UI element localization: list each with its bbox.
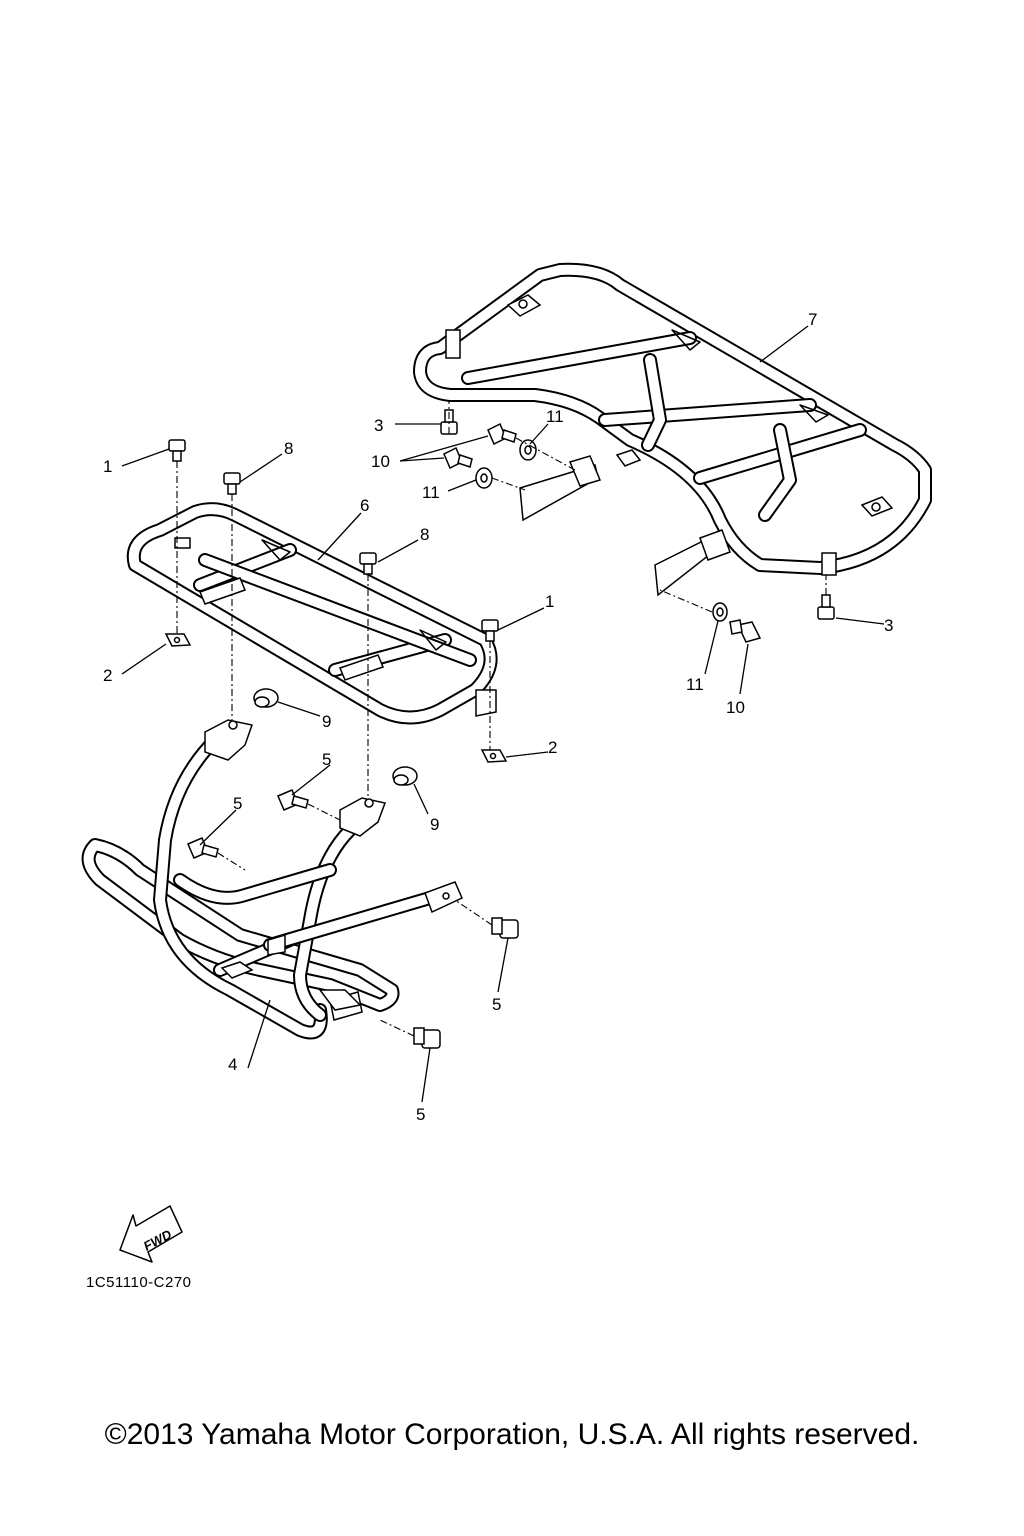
callout-11: 11 [546,407,564,426]
bolt-part-5-c [491,917,519,939]
callout-3: 3 [374,416,383,435]
callout-10: 10 [371,452,390,471]
bolt-part-8-right [359,552,377,575]
callout-labels: 1 1 2 2 3 3 4 5 5 5 5 6 7 8 8 9 9 10 10 … [103,310,893,1124]
rear-carrier-part-7 [413,262,932,597]
washer-part-11-right [712,602,728,622]
callout-5: 5 [492,995,501,1014]
callout-8: 8 [284,439,293,458]
leader-lines [121,325,885,1103]
callout-5: 5 [322,750,331,769]
washer-part-11-upper [519,439,537,461]
nut-part-2-left [164,633,192,647]
bolt-part-1-left [168,439,186,462]
collar-part-9-left [253,688,279,708]
front-guard-part-4 [81,719,463,1040]
callout-5: 5 [416,1105,425,1124]
callout-7: 7 [808,310,817,329]
callout-9: 9 [430,815,439,834]
nut-part-2-right [480,749,508,763]
callout-8: 8 [420,525,429,544]
bolt-part-5-b [187,837,219,859]
copyright-notice: ©2013 Yamaha Motor Corporation, U.S.A. A… [104,1418,920,1451]
washer-part-11-lower [475,467,493,489]
callout-1: 1 [545,592,554,611]
fwd-label: FWD [141,1226,175,1253]
bolt-part-5-d [413,1027,441,1049]
callout-10: 10 [726,698,745,717]
bolt-part-5-a [277,789,309,811]
bolt-part-8-left [223,472,241,495]
bolt-part-10-upper [487,422,517,446]
fasteners [164,409,835,1049]
bolt-part-10-right [729,619,762,643]
nut-part-3-right [817,594,835,620]
diagram-code: 1C51110-C270 [86,1274,192,1291]
callout-5: 5 [233,794,242,813]
front-carrier-part-6 [126,502,498,725]
callout-9: 9 [322,712,331,731]
callout-11: 11 [422,483,440,502]
callout-11: 11 [686,675,704,694]
collar-part-9-right [392,766,418,786]
callout-4: 4 [228,1055,237,1074]
callout-2: 2 [103,666,112,685]
assembly-lines [176,400,827,1037]
callout-2: 2 [548,738,557,757]
callout-3: 3 [884,616,893,635]
bolt-part-10-lower [443,446,473,470]
callout-6: 6 [360,496,369,515]
callout-1: 1 [103,457,112,476]
fwd-arrow-icon: FWD [119,1205,183,1263]
